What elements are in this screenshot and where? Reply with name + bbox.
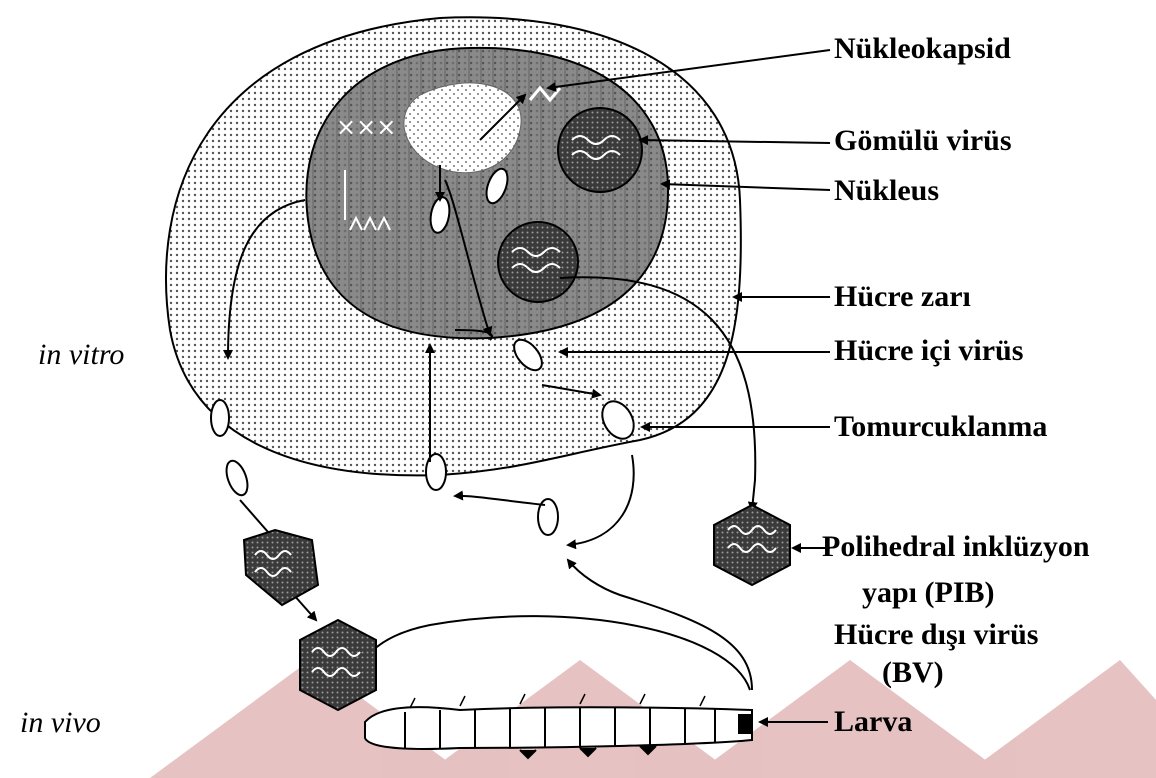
- label-hucre-zari: Hücre zarı: [834, 280, 971, 314]
- label-hucre-disi-line2: (BV): [882, 656, 944, 690]
- label-in-vitro: in vitro: [38, 338, 124, 372]
- label-nukleus: Nükleus: [834, 174, 939, 208]
- nuclear-occlusion-body-2: [498, 222, 578, 302]
- pib-hexagon-lower: [300, 620, 376, 710]
- label-hucre-disi-line1: Hücre dışı virüs: [834, 618, 1038, 652]
- pib-hexagon-right: [714, 505, 790, 585]
- label-larva: Larva: [834, 705, 912, 739]
- label-in-vivo: in vivo: [20, 706, 101, 740]
- nuclear-occlusion-body-1: [558, 108, 642, 192]
- label-tomurcuklanma: Tomurcuklanma: [834, 410, 1047, 444]
- label-nukleokapsid: Nükleokapsid: [834, 32, 1011, 66]
- dna-x-symbols: ×××: [336, 113, 396, 141]
- label-hucre-ici-virus: Hücre içi virüs: [834, 334, 1023, 368]
- label-gomulu-virus: Gömülü virüs: [834, 124, 1012, 158]
- label-polihedral-line1: Polihedral inklüzyon: [822, 530, 1090, 564]
- pib-pentagon-left: [244, 530, 318, 605]
- label-polihedral-line2: yapı (PIB): [862, 576, 995, 610]
